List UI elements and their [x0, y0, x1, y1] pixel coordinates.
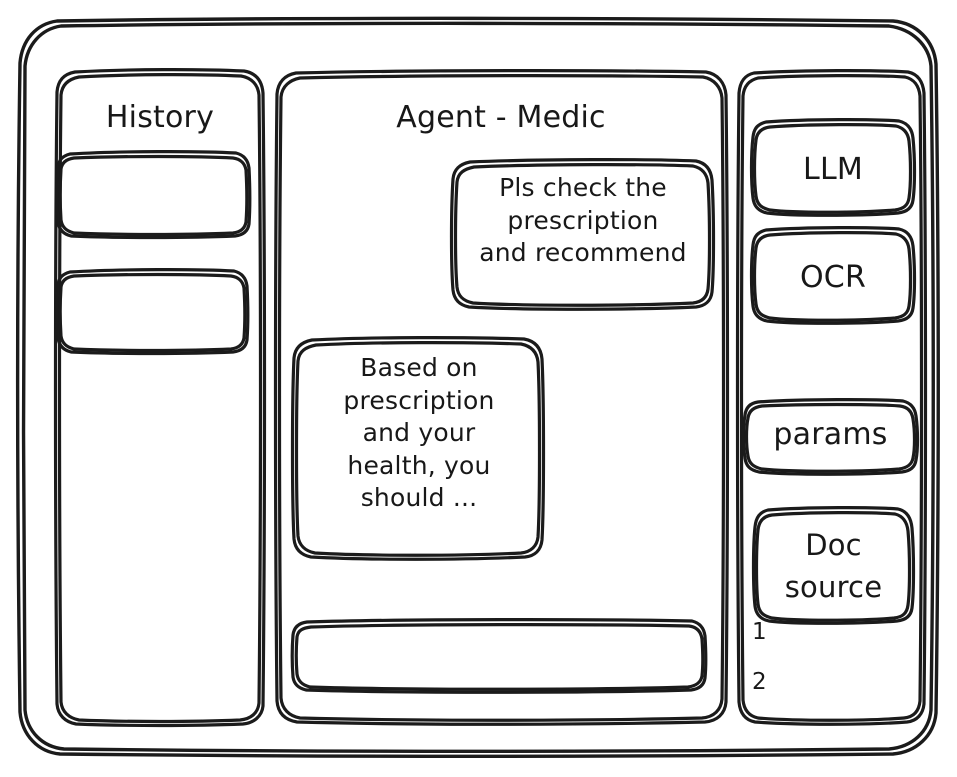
ocr-button-stroke — [749, 226, 917, 325]
history-item-1[interactable] — [58, 152, 250, 238]
llm-button[interactable] — [751, 119, 915, 217]
message-input[interactable] — [292, 620, 706, 692]
doc-source-label: Doc source — [784, 528, 883, 605]
chat-panel-title: Agent - Medic — [396, 100, 606, 135]
llm-button-label: LLM — [803, 152, 863, 187]
history-panel-title: History — [105, 100, 215, 135]
ocr-button[interactable] — [751, 227, 915, 325]
doc-source-button[interactable] — [753, 507, 914, 624]
history-item-1-stroke — [55, 150, 252, 240]
app-window-frame-stroke — [16, 16, 940, 758]
tools-panel-stroke — [735, 69, 928, 726]
params-button[interactable] — [743, 399, 918, 475]
user-message-text: Pls check the prescription and recommend — [479, 173, 687, 267]
history-item-2[interactable] — [58, 270, 248, 354]
message-input-stroke — [290, 618, 708, 694]
chat-panel-stroke — [273, 69, 730, 726]
doc-source-item-2[interactable]: 2 — [752, 669, 767, 695]
assistant-message-bubble-stroke — [290, 336, 546, 561]
user-message-bubble — [453, 160, 714, 310]
doc-source-box-stroke — [751, 506, 916, 625]
params-button-stroke — [741, 398, 920, 476]
doc-source-item-1[interactable]: 1 — [752, 619, 767, 645]
history-item-2-stroke — [55, 268, 250, 356]
user-message-bubble-stroke — [449, 158, 716, 311]
assistant-message-text: Based on prescription and your health, y… — [343, 353, 495, 512]
assistant-message-bubble — [292, 338, 544, 560]
params-button-label: params — [773, 417, 888, 452]
llm-button-stroke — [749, 118, 917, 217]
ocr-button-label: OCR — [799, 260, 866, 295]
